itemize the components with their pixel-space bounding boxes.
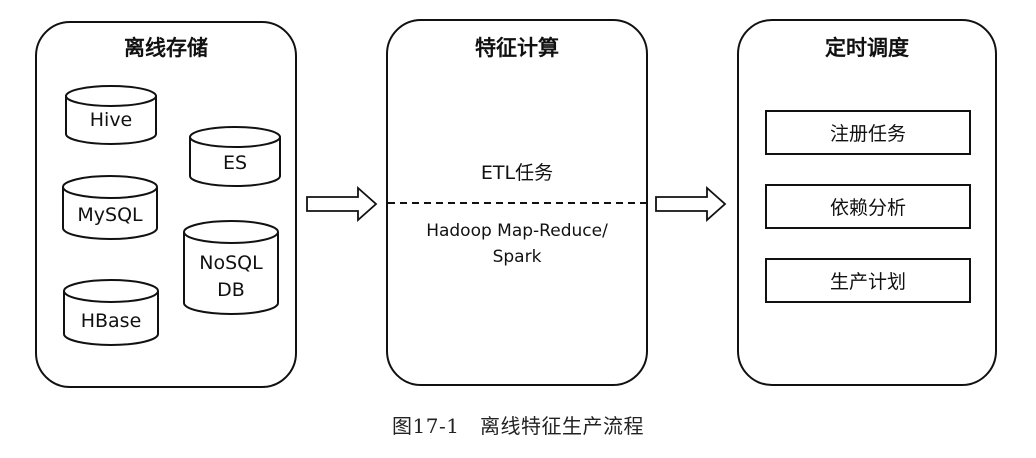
mysql-label: MySQL (77, 204, 143, 226)
compute-panel: 特征计算 ETL任务 Hadoop Map-Reduce/ Spark (386, 19, 648, 386)
arrow-right-icon (306, 185, 378, 223)
schedule-panel-title: 定时调度 (825, 36, 909, 60)
storage-panel: 离线存储 Hive ES MySQL NoSQL DB (35, 21, 297, 388)
schedule-item-box (765, 258, 971, 303)
nosql-db-label-line2: DB (217, 279, 245, 301)
storage-panel-title: 离线存储 (124, 36, 208, 60)
schedule-panel: 定时调度 注册任务 依赖分析 生产计划 (737, 19, 997, 386)
compute-panel-title: 特征计算 (475, 36, 559, 60)
engine-label-line2: Spark (493, 247, 542, 267)
schedule-item-register: 注册任务 (830, 123, 906, 145)
hive-cylinder: Hive (65, 85, 157, 145)
engine-label-line1: Hadoop Map-Reduce/ (426, 221, 608, 241)
arrow-right-icon (655, 185, 727, 223)
etl-task-label: ETL任务 (481, 162, 553, 184)
mysql-cylinder: MySQL (62, 175, 158, 240)
figure-caption: 图17-1 离线特征生产流程 (392, 414, 644, 438)
nosql-db-cylinder: NoSQL DB (183, 220, 279, 315)
nosql-db-label-line1: NoSQL (199, 252, 263, 274)
es-cylinder: ES (189, 126, 281, 187)
schedule-item-box (765, 110, 971, 155)
hive-label: Hive (90, 109, 133, 131)
schedule-item-box (765, 184, 971, 229)
schedule-item-plan: 生产计划 (830, 271, 906, 293)
hbase-cylinder: HBase (63, 279, 159, 346)
schedule-item-dependency: 依赖分析 (830, 197, 906, 219)
hbase-label: HBase (81, 310, 142, 332)
es-label: ES (223, 152, 247, 174)
